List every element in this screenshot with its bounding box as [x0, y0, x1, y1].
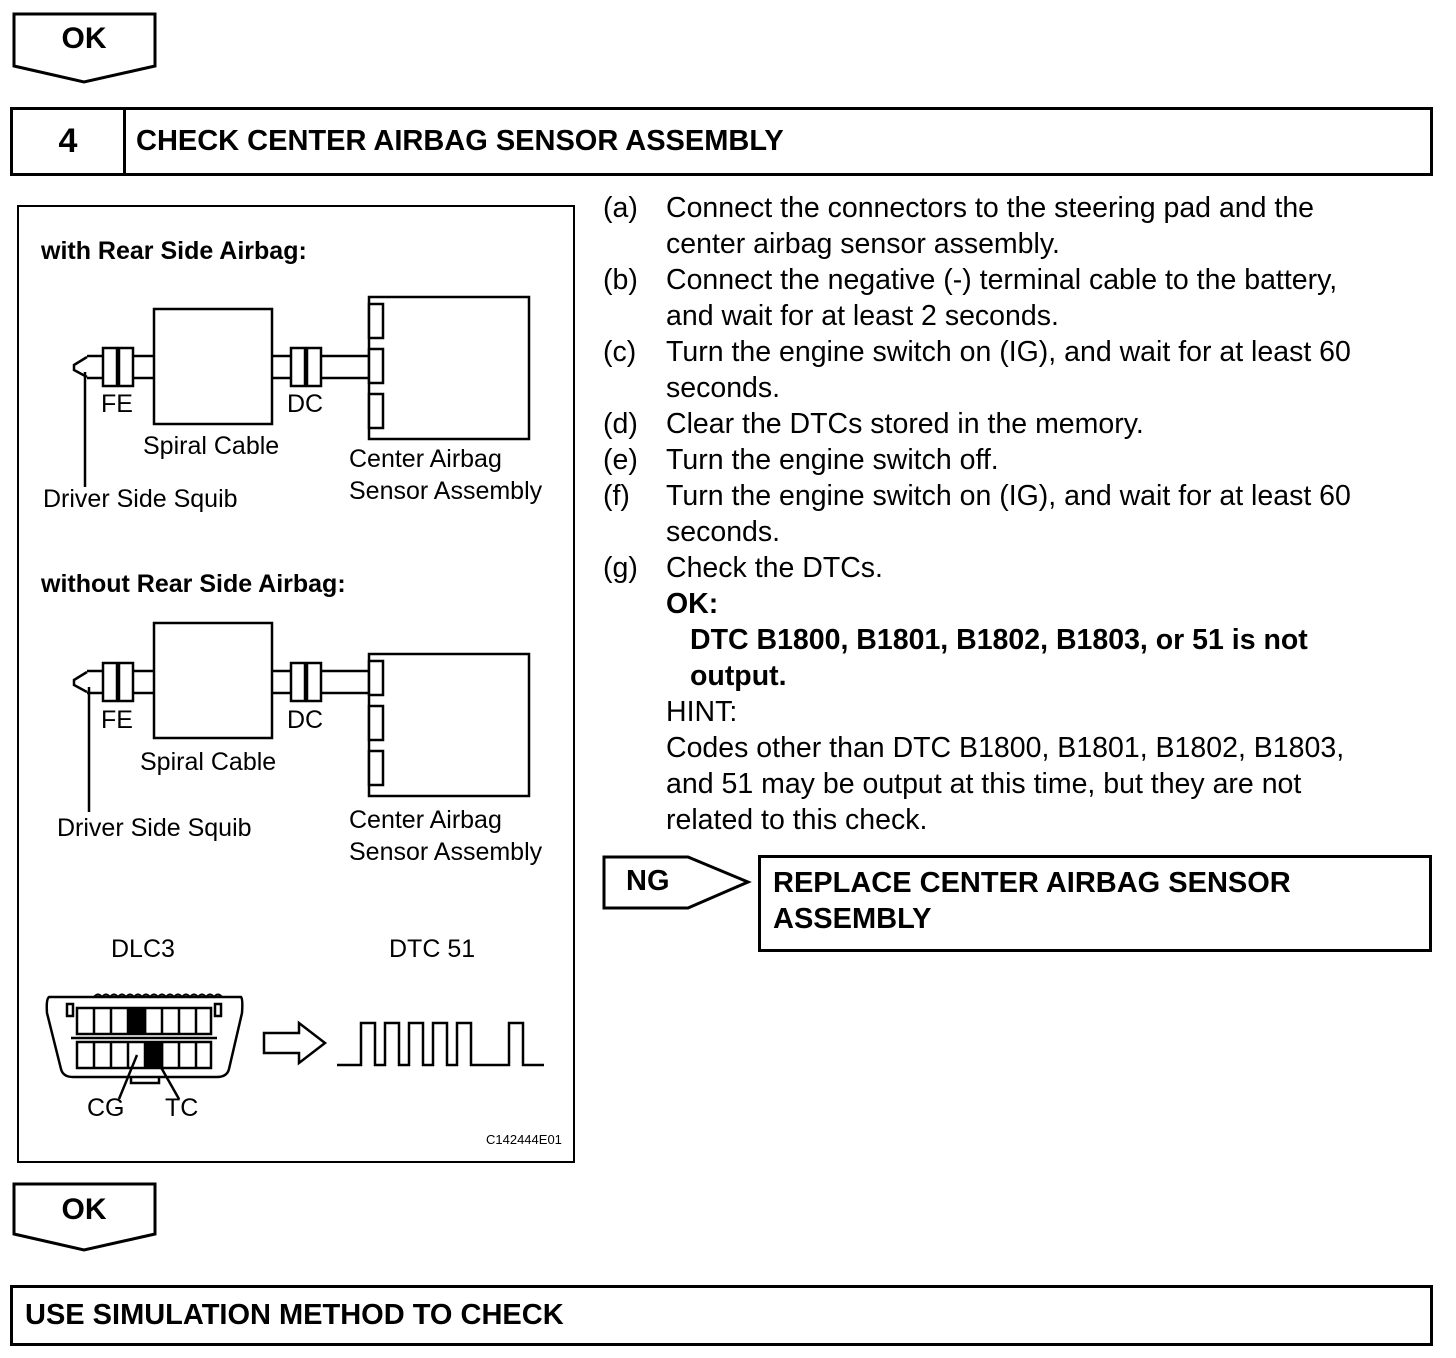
- step-text: Clear the DTCs stored in the memory.: [666, 408, 1144, 440]
- sensor-assembly-label: Sensor Assembly: [349, 838, 543, 866]
- dc-label: DC: [287, 390, 324, 418]
- top-ok-flow-arrow: OK: [12, 12, 158, 84]
- ng-label: NG: [626, 865, 670, 897]
- ok-spec-text: output.: [690, 660, 787, 692]
- step-letter: (f): [603, 480, 630, 512]
- step-title: CHECK CENTER AIRBAG SENSOR ASSEMBLY: [136, 125, 784, 157]
- ng-action-box: REPLACE CENTER AIRBAG SENSOR ASSEMBLY: [758, 855, 1432, 952]
- spiral-cable-label: Spiral Cable: [140, 748, 277, 776]
- step-letter: (c): [603, 336, 637, 368]
- ok-spec-text: DTC B1800, B1801, B1802, B1803, or 51 is…: [690, 624, 1308, 656]
- ng-flow-arrow: NG: [602, 855, 752, 911]
- dtc51-waveform: [337, 1021, 544, 1067]
- figure-code: C142444E01: [486, 1132, 562, 1147]
- fe-label: FE: [101, 706, 133, 734]
- step-letter: (g): [603, 552, 638, 584]
- driver-side-squib-label: Driver Side Squib: [43, 485, 238, 513]
- wiring-diagram: [45, 295, 544, 1100]
- lower-circuit: [72, 621, 531, 812]
- ok-label: OK: [61, 22, 107, 55]
- ng-arrow-shape: [602, 855, 752, 910]
- dtc51-label: DTC 51: [389, 935, 476, 963]
- upper-circuit: [72, 295, 531, 487]
- step-letter: (d): [603, 408, 638, 440]
- ok-label: OK: [61, 1193, 107, 1226]
- hint-text: related to this check.: [666, 804, 928, 836]
- final-action-text: USE SIMULATION METHOD TO CHECK: [25, 1299, 564, 1331]
- step-text: Turn the engine switch off.: [666, 444, 999, 476]
- hint-text: Codes other than DTC B1800, B1801, B1802…: [666, 732, 1345, 764]
- hint-text: and 51 may be output at this time, but t…: [666, 768, 1302, 800]
- step-number: 4: [58, 122, 78, 160]
- dc-label: DC: [287, 706, 324, 734]
- dlc3-label: DLC3: [111, 935, 175, 963]
- step-text: Check the DTCs.: [666, 552, 883, 584]
- driver-side-squib-label: Driver Side Squib: [57, 814, 252, 842]
- ng-action-text: REPLACE CENTER AIRBAG SENSOR: [773, 867, 1291, 899]
- final-action-box: USE SIMULATION METHOD TO CHECK: [10, 1285, 1433, 1346]
- hint-label: HINT:: [666, 696, 738, 728]
- dlc3-connector: [45, 993, 244, 1100]
- cg-label: CG: [87, 1094, 125, 1122]
- center-airbag-label: Center Airbag: [349, 445, 502, 473]
- ng-action-text: ASSEMBLY: [773, 903, 932, 935]
- center-airbag-label: Center Airbag: [349, 806, 502, 834]
- step-text: Turn the engine switch on (IG), and wait…: [666, 480, 1351, 512]
- step-text: and wait for at least 2 seconds.: [666, 300, 1059, 332]
- step-text: Turn the engine switch on (IG), and wait…: [666, 336, 1351, 368]
- step-text: Connect the connectors to the steering p…: [666, 192, 1315, 224]
- step-letter: (e): [603, 444, 638, 476]
- step-text: Connect the negative (-) terminal cable …: [666, 264, 1338, 296]
- tc-label: TC: [165, 1094, 199, 1122]
- without-rear-airbag-title: without Rear Side Airbag:: [41, 570, 346, 598]
- illustration-panel: with Rear Side Airbag: FE DC Spiral Cabl…: [17, 205, 575, 1163]
- step-text: seconds.: [666, 372, 781, 404]
- step-header-divider: [123, 110, 126, 173]
- bottom-ok-flow-arrow: OK: [12, 1182, 158, 1254]
- step-header: 4 CHECK CENTER AIRBAG SENSOR ASSEMBLY: [10, 107, 1433, 176]
- sensor-assembly-label: Sensor Assembly: [349, 477, 543, 505]
- step-letter: (a): [603, 192, 638, 224]
- step-text: center airbag sensor assembly.: [666, 228, 1060, 260]
- step-letter: (b): [603, 264, 638, 296]
- ok-arrow-shape: [12, 12, 157, 84]
- step-text: seconds.: [666, 516, 781, 548]
- spiral-cable-label: Spiral Cable: [143, 432, 280, 460]
- fe-label: FE: [101, 390, 133, 418]
- with-rear-airbag-title: with Rear Side Airbag:: [41, 237, 307, 265]
- ok-spec-label: OK:: [666, 588, 719, 620]
- ok-arrow-shape: [12, 1182, 157, 1252]
- arrow-right-icon: [262, 1020, 328, 1066]
